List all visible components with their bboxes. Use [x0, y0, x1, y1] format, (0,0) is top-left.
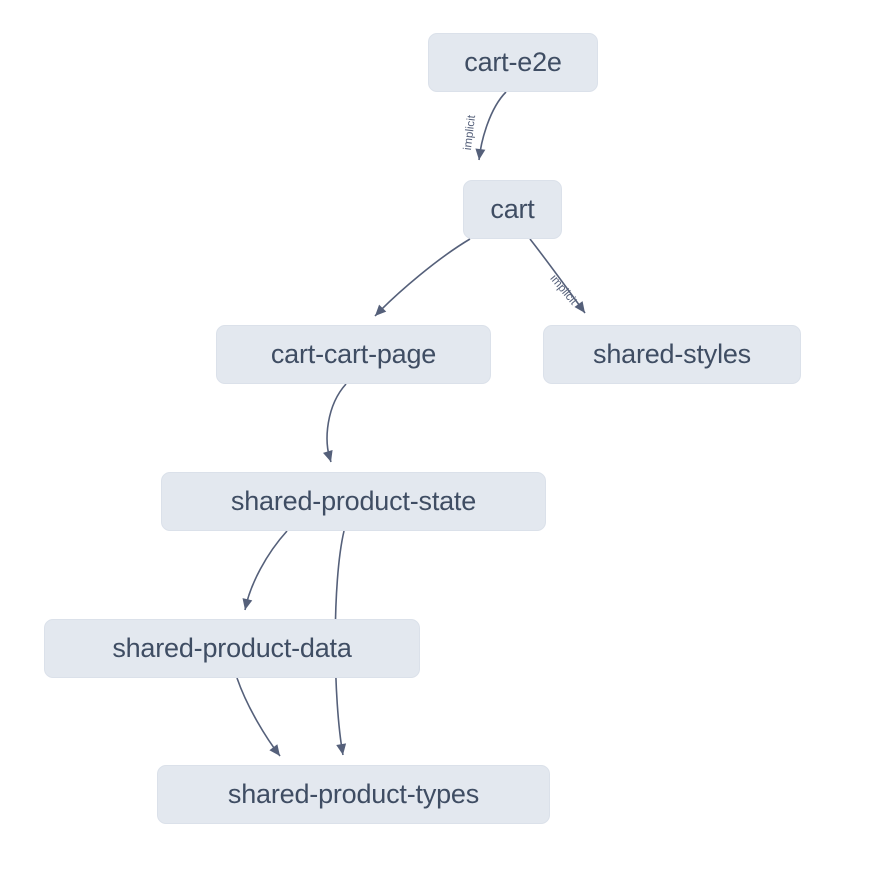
edge-label: implicit: [462, 114, 478, 151]
graph-node-label: shared-styles: [593, 339, 751, 369]
graph-edge: implicit: [529, 238, 586, 314]
graph-node-label: shared-product-data: [112, 633, 352, 663]
edge-arrowhead: [336, 743, 347, 755]
edge-line: [236, 677, 281, 757]
edge-arrowhead: [269, 744, 280, 756]
edge-arrowhead: [475, 148, 486, 160]
edge-arrowhead: [375, 304, 387, 316]
graph-node-shared-product-types[interactable]: shared-product-types: [157, 765, 550, 824]
edge-arrowhead: [574, 301, 585, 313]
edge-line: [374, 238, 471, 317]
graph-edge: [236, 677, 281, 757]
graph-node-label: cart-e2e: [464, 47, 562, 77]
graph-edge: implicit: [462, 91, 507, 161]
edge-line: [244, 530, 288, 611]
graph-node-shared-product-state[interactable]: shared-product-state: [161, 472, 546, 531]
graph-node-cart-e2e[interactable]: cart-e2e: [428, 33, 598, 92]
graph-node-shared-styles[interactable]: shared-styles: [543, 325, 801, 384]
graph-node-cart[interactable]: cart: [463, 180, 562, 239]
graph-node-label: cart: [490, 194, 535, 224]
graph-edge: [374, 238, 471, 317]
graph-node-label: shared-product-state: [230, 486, 477, 516]
graph-edge: [323, 383, 347, 463]
graph-node-label: shared-product-types: [227, 779, 480, 809]
edge-arrowhead: [323, 450, 333, 462]
edge-label: implicit: [547, 273, 579, 308]
graph-edge: [242, 530, 288, 611]
graph-node-label: cart-cart-page: [270, 339, 437, 369]
graph-node-cart-cart-page[interactable]: cart-cart-page: [216, 325, 491, 384]
edge-arrowhead: [242, 598, 253, 610]
graph-node-shared-product-data[interactable]: shared-product-data: [44, 619, 420, 678]
edge-line: [326, 383, 347, 463]
